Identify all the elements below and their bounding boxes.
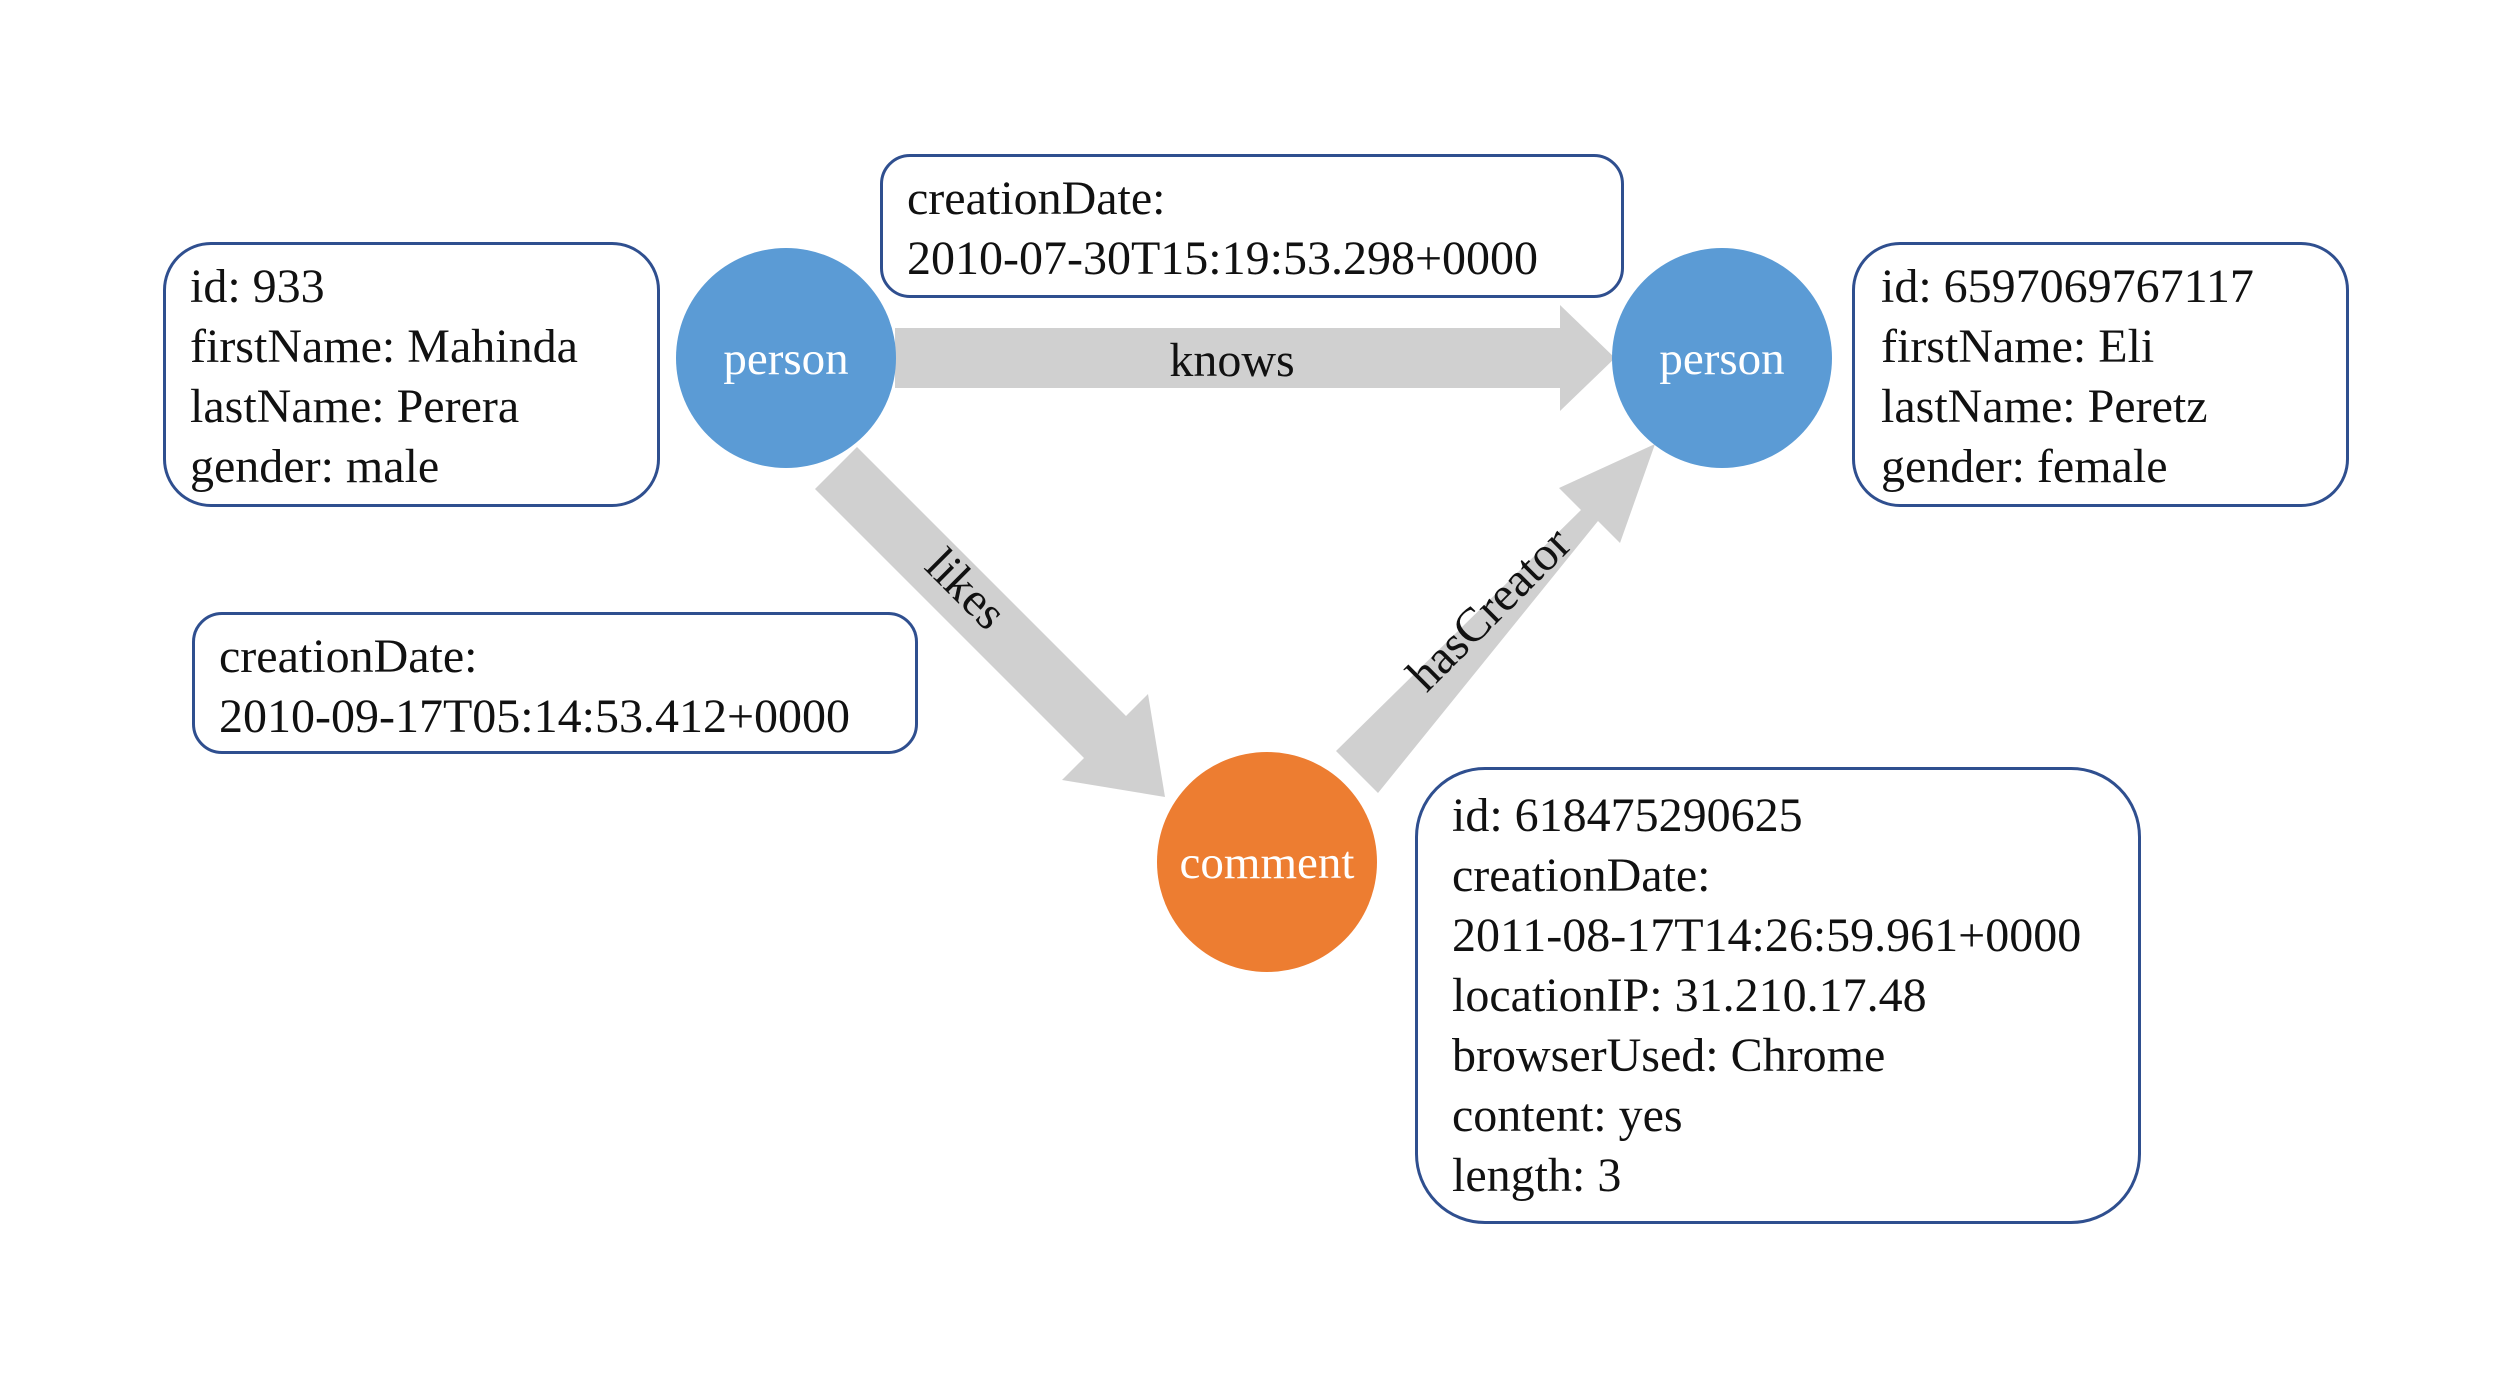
property-line: firstName: Eli bbox=[1881, 320, 2155, 373]
property-line: lastName: Peretz bbox=[1881, 380, 2208, 433]
property-line: id: 933 bbox=[190, 260, 325, 313]
knows-properties-box: creationDate: 2010-07-30T15:19:53.298+00… bbox=[880, 154, 1624, 298]
property-line: content: yes bbox=[1452, 1089, 1683, 1142]
person-node-right-label: person bbox=[1659, 333, 1784, 385]
comment-properties-box: id: 618475290625 creationDate: 2011-08-1… bbox=[1415, 767, 2141, 1224]
knows-edge-label: knows bbox=[1169, 334, 1294, 387]
property-line: 2010-07-30T15:19:53.298+0000 bbox=[907, 232, 1539, 285]
hascreator-edge-arrow bbox=[1336, 444, 1655, 793]
person-node-left-label: person bbox=[723, 333, 848, 385]
property-line: creationDate: bbox=[219, 630, 478, 683]
hascreator-edge-label: hasCreator bbox=[1397, 517, 1582, 702]
property-line: 2011-08-17T14:26:59.961+0000 bbox=[1452, 909, 2082, 962]
knows-edge-arrow bbox=[895, 305, 1615, 411]
property-line: id: 6597069767117 bbox=[1881, 260, 2254, 313]
property-line: locationIP: 31.210.17.48 bbox=[1452, 969, 1927, 1022]
property-line: firstName: Mahinda bbox=[190, 320, 578, 373]
comment-node-label: comment bbox=[1180, 837, 1355, 889]
property-line: browserUsed: Chrome bbox=[1452, 1029, 1886, 1082]
person-node-left[interactable] bbox=[676, 248, 896, 468]
property-line: gender: female bbox=[1881, 440, 2168, 493]
property-line: gender: male bbox=[190, 440, 440, 493]
property-line: creationDate: bbox=[1452, 849, 1711, 902]
property-line: id: 618475290625 bbox=[1452, 789, 1803, 842]
property-line: length: 3 bbox=[1452, 1149, 1622, 1202]
person-left-properties-box: id: 933 firstName: Mahinda lastName: Per… bbox=[163, 242, 660, 507]
comment-node[interactable] bbox=[1157, 752, 1377, 972]
likes-edge-arrow bbox=[815, 447, 1165, 797]
property-line: creationDate: bbox=[907, 172, 1166, 225]
property-line: 2010-09-17T05:14:53.412+0000 bbox=[219, 690, 851, 743]
likes-properties-box: creationDate: 2010-09-17T05:14:53.412+00… bbox=[192, 612, 918, 754]
person-node-right[interactable] bbox=[1612, 248, 1832, 468]
property-line: lastName: Perera bbox=[190, 380, 520, 433]
person-right-properties-box: id: 6597069767117 firstName: Eli lastNam… bbox=[1852, 242, 2349, 507]
